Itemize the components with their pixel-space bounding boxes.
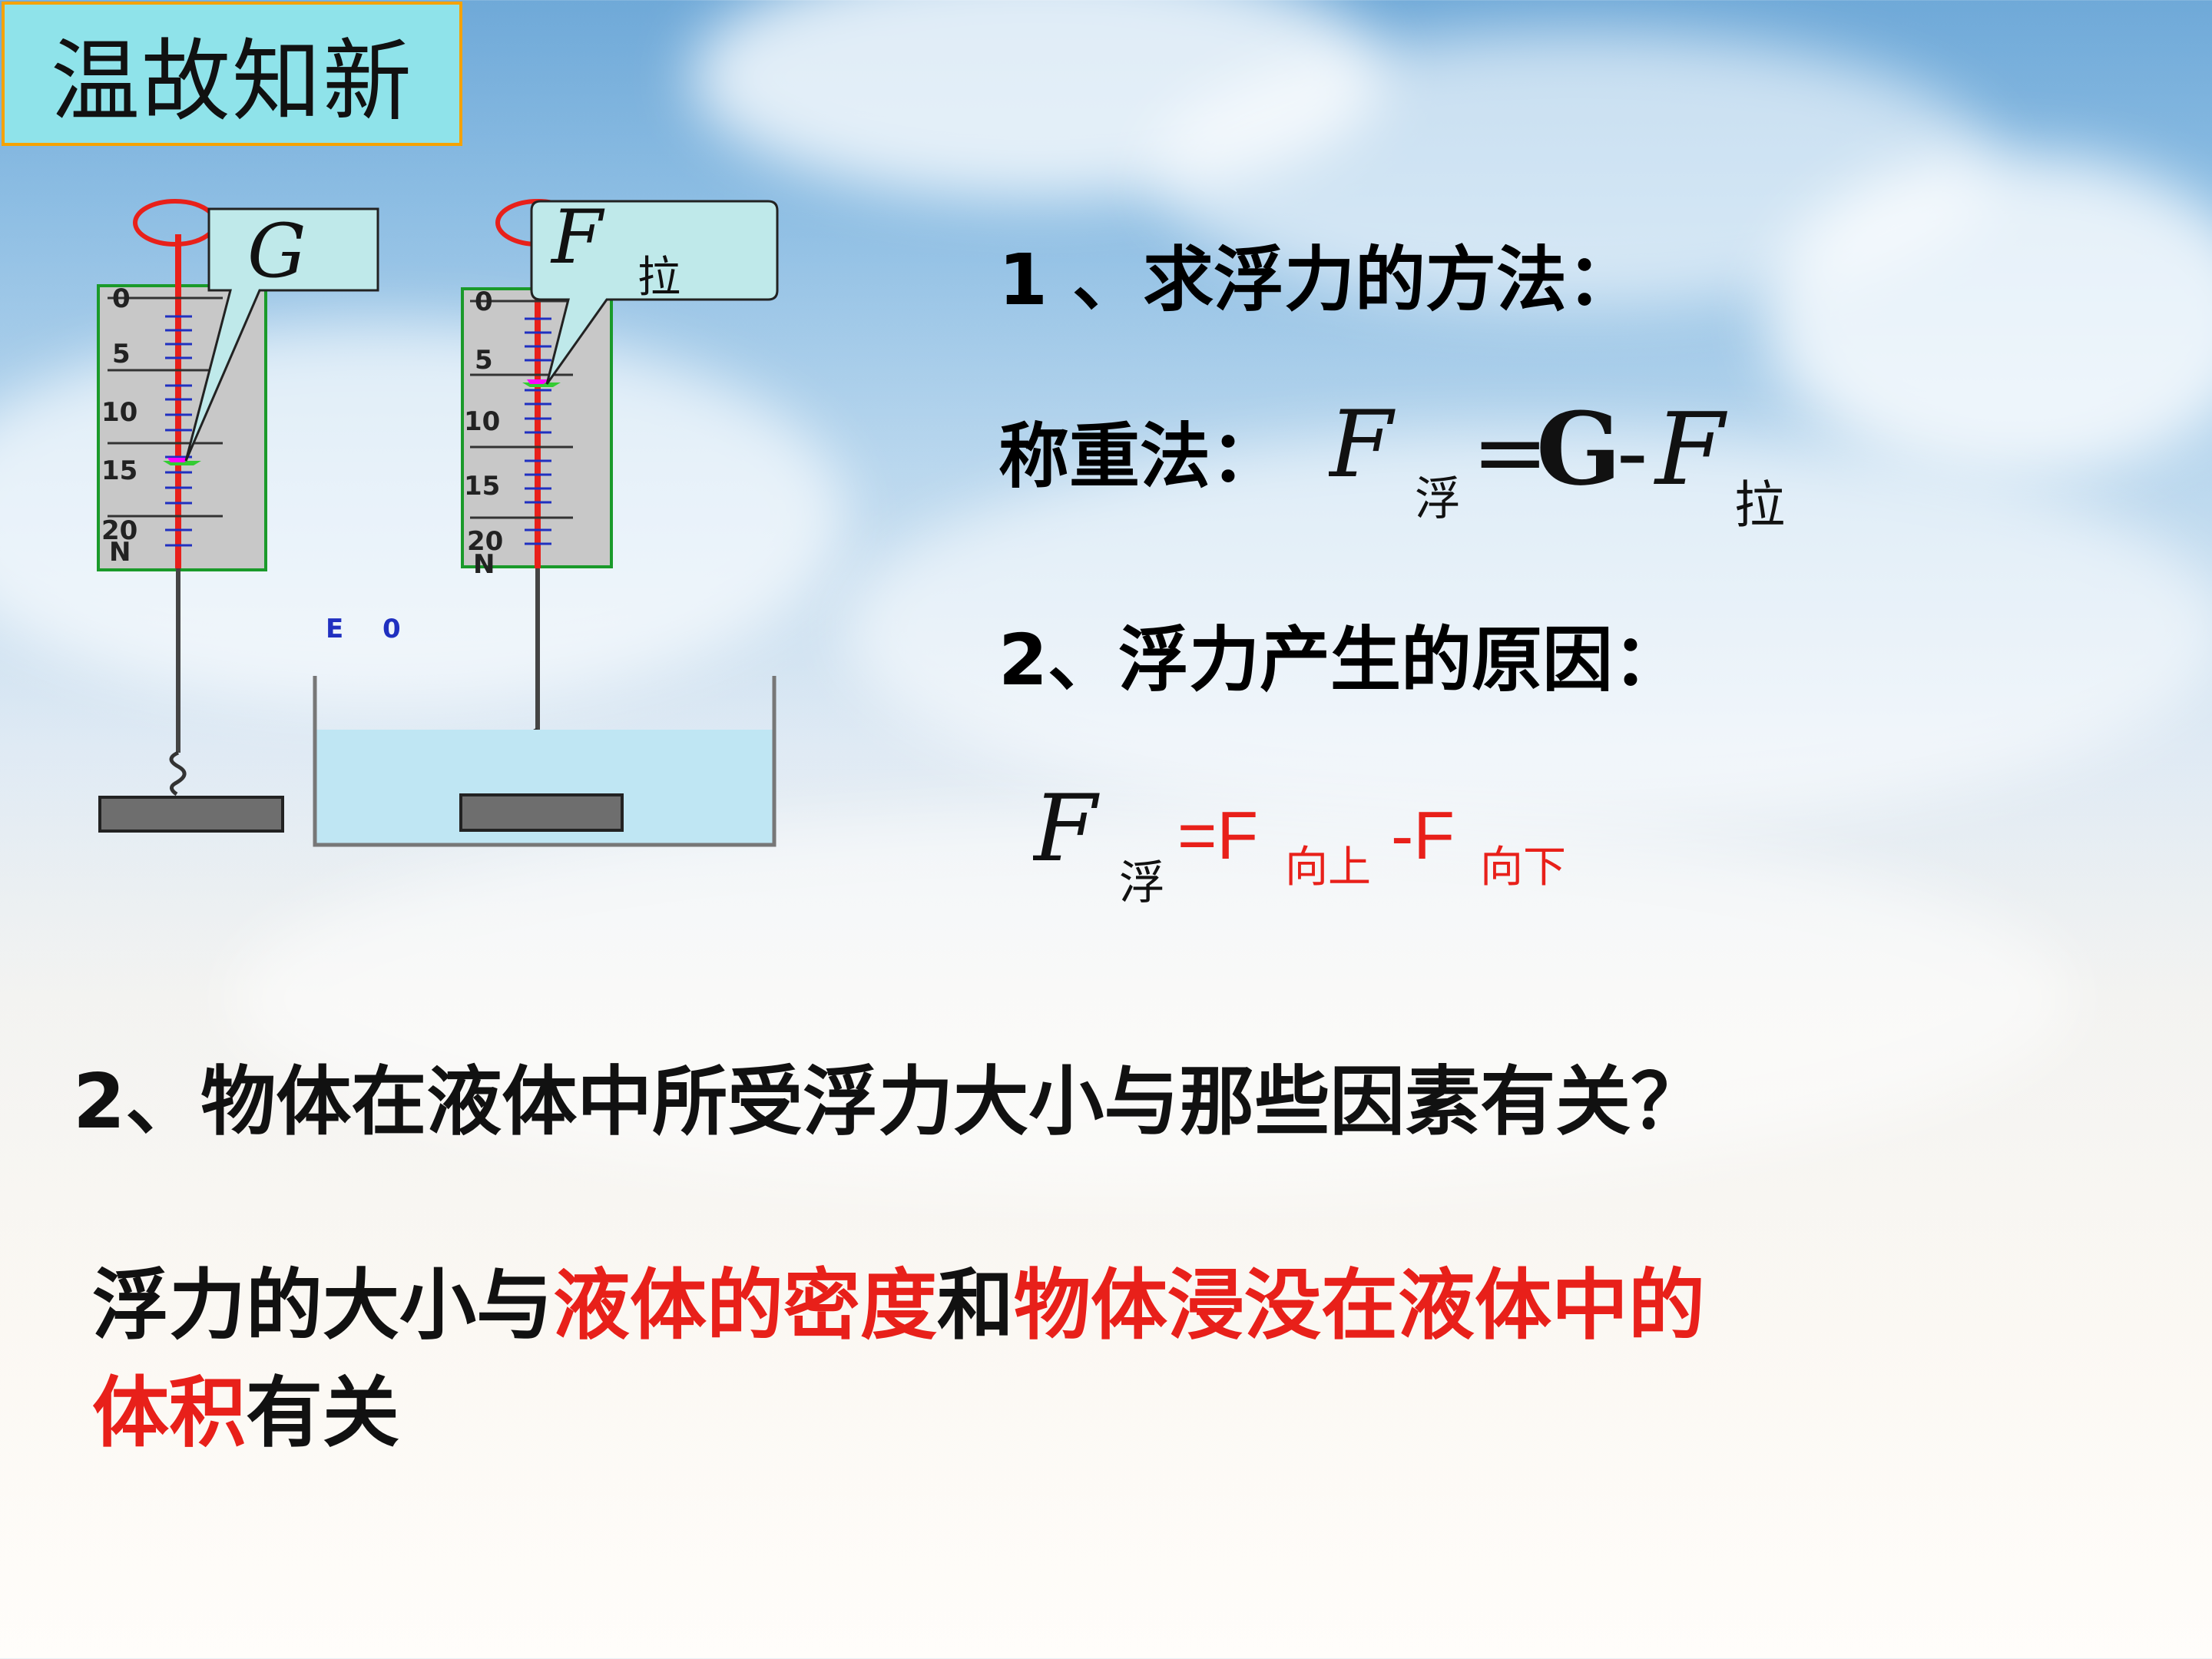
cloud <box>230 806 2074 1190</box>
pressure-difference-formula: F 浮 =F 向上 -F 向下 <box>1033 776 1566 910</box>
cloud <box>845 430 2212 830</box>
scale-tick: 20 <box>101 515 137 546</box>
left-spring-scale: 0 5 10 15 20 N G <box>97 199 379 833</box>
right-spring-scale: 0 5 10 15 20 N F 拉 <box>461 194 779 767</box>
scale-unit: N <box>473 549 495 580</box>
question-text: 2、物体在液体中所受浮力大小与那些因素有关？ <box>73 1058 1707 1146</box>
scale-tick: 20 <box>467 526 503 557</box>
method-heading: 1 、求浮力的方法： <box>998 239 1638 321</box>
formula-eq-f: =F <box>1177 797 1258 873</box>
scale-unit: N <box>109 537 131 568</box>
formula-f-sub: 浮 <box>1119 856 1165 910</box>
answer-highlight-immersed: 物体浸没在液体中的 <box>1014 1260 1705 1350</box>
formula-f2-sub: 拉 <box>1734 475 1785 535</box>
scale-tick: 5 <box>112 339 131 369</box>
tank-mark: E <box>326 614 343 644</box>
cloud <box>1767 154 2212 476</box>
answer-text: 浮力的大小与液体的密度和物体浸没在液体中的体积有关 <box>92 1252 1936 1467</box>
formula-f: F <box>1329 392 1396 498</box>
formula-f: F <box>1033 776 1100 882</box>
formula-g: G <box>1536 390 1621 508</box>
answer-highlight-volume: 体积 <box>92 1368 246 1458</box>
formula-eq: = <box>1472 399 1549 506</box>
scale-tick: 10 <box>464 406 500 437</box>
water-tank: E 0 <box>313 614 777 847</box>
scale-tick: 0 <box>475 286 493 317</box>
formula-f-sub: 浮 <box>1415 472 1461 526</box>
scale-tick: 10 <box>101 397 137 428</box>
slide-title: 温故知新 <box>51 30 413 134</box>
answer-part: 有关 <box>246 1368 399 1458</box>
label-pull-force: F <box>550 194 605 280</box>
answer-part: 浮力的大小与 <box>92 1260 553 1350</box>
formula-f2: F <box>1654 391 1728 508</box>
weighing-formula: F 浮 = G - F 拉 <box>1329 390 1785 535</box>
formula-minus-f: -F <box>1391 797 1455 873</box>
formula-up-sub: 向上 <box>1285 843 1371 892</box>
scale-tick: 5 <box>475 345 493 376</box>
scale-tick: 0 <box>112 283 131 314</box>
cause-heading: 2、浮力产生的原因： <box>998 619 1684 701</box>
title-box: 温故知新 <box>2 2 462 146</box>
answer-highlight-density: 液体的密度 <box>553 1260 937 1350</box>
weighing-method-label: 称重法： <box>998 416 1282 498</box>
answer-part: 和 <box>937 1260 1014 1350</box>
label-pull-force-sub: 拉 <box>637 253 680 303</box>
formula-down-sub: 向下 <box>1480 843 1566 892</box>
scale-tick: 15 <box>464 471 500 502</box>
scale-tick: 15 <box>101 455 137 486</box>
spring-scale-diagram: 0 5 10 15 20 N G <box>97 194 779 847</box>
tank-mark: 0 <box>382 614 401 644</box>
formula-minus: - <box>1617 399 1648 506</box>
label-gravity: G <box>247 208 306 294</box>
